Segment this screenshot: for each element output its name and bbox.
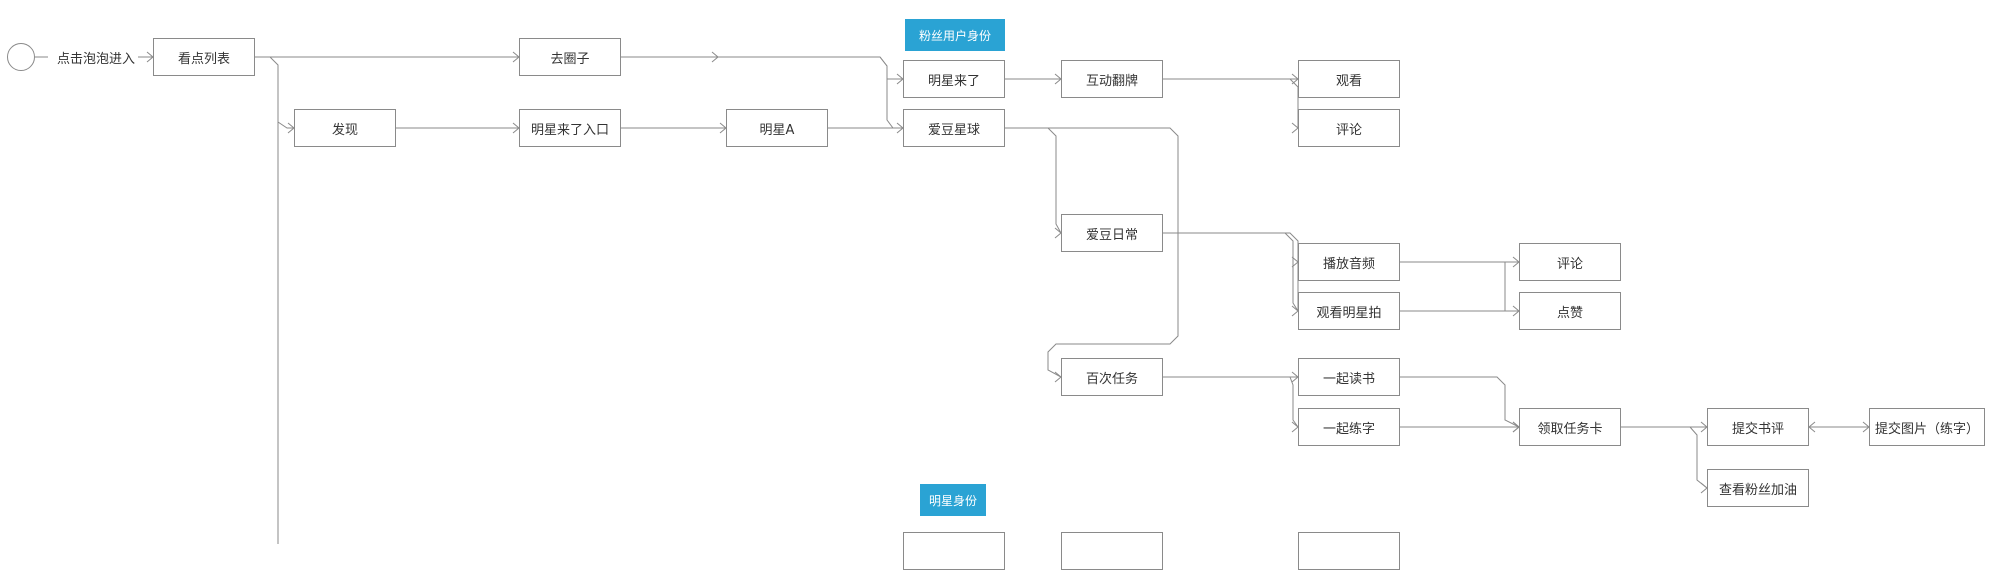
node-yiqi-dushu[interactable]: 一起读书 (1298, 358, 1400, 396)
node-bofang-yinpin[interactable]: 播放音频 (1298, 243, 1400, 281)
connector-baici-lianzi (1289, 376, 1299, 428)
connector-quanzi-mingxing (621, 56, 903, 80)
node-tijiao-shuping[interactable]: 提交书评 (1707, 408, 1809, 446)
connector-aidou-richang (1005, 127, 1062, 234)
tag-star-identity: 明星身份 (920, 484, 986, 516)
node-bottom-1[interactable] (903, 532, 1005, 570)
node-mingxing-entry[interactable]: 明星来了入口 (519, 109, 621, 147)
node-quanzi[interactable]: 去圈子 (519, 38, 621, 76)
connector-shuping-tupian-back-arrowhead (1808, 421, 1816, 433)
node-bottom-3[interactable] (1298, 532, 1400, 570)
connector-hudong-pinglun (1289, 78, 1299, 128)
node-lingqu-renwuka[interactable]: 领取任务卡 (1519, 408, 1621, 446)
node-guankan[interactable]: 观看 (1298, 60, 1400, 98)
node-yiqi-lianzi[interactable]: 一起练字 (1298, 408, 1400, 446)
node-guankan-mingxingpai[interactable]: 观看明星拍 (1298, 292, 1400, 330)
node-mingxing-laile[interactable]: 明星来了 (903, 60, 1005, 98)
node-mingxing-a[interactable]: 明星A (726, 109, 828, 147)
node-pinglun-1[interactable]: 评论 (1298, 109, 1400, 147)
node-pinglun-2[interactable]: 评论 (1519, 243, 1621, 281)
connector-trunk-faxian (277, 121, 294, 129)
start-circle (7, 43, 35, 71)
connector-quanzi-aidou (879, 56, 894, 129)
connector-richang-bofang (1163, 232, 1299, 262)
connector-trunk (255, 56, 279, 544)
connector-richang-guankan-2 (1163, 232, 1299, 312)
tag-fan-identity: 粉丝用户身份 (905, 19, 1005, 51)
node-baici-renwu[interactable]: 百次任务 (1061, 358, 1163, 396)
connector-quanzi-mid-arrow (711, 51, 719, 63)
connector-renwuka-fensi (1689, 426, 1708, 489)
node-bottom-2[interactable] (1061, 532, 1163, 570)
connector-dushu-renwuka (1400, 376, 1520, 428)
node-tijiao-tupian[interactable]: 提交图片（练字） (1869, 408, 1985, 446)
node-faxian[interactable]: 发现 (294, 109, 396, 147)
node-aidou-richang[interactable]: 爱豆日常 (1061, 214, 1163, 252)
connector-aidou-baici (1047, 127, 1179, 378)
start-label: 点击泡泡进入 (57, 52, 136, 67)
node-hudong-fanpai[interactable]: 互动翻牌 (1061, 60, 1163, 98)
node-dianzan[interactable]: 点赞 (1519, 292, 1621, 330)
node-aidou-xingqiu[interactable]: 爱豆星球 (903, 109, 1005, 147)
node-chakan-fensi[interactable]: 查看粉丝加油 (1707, 469, 1809, 507)
node-kandian-list[interactable]: 看点列表 (153, 38, 255, 76)
